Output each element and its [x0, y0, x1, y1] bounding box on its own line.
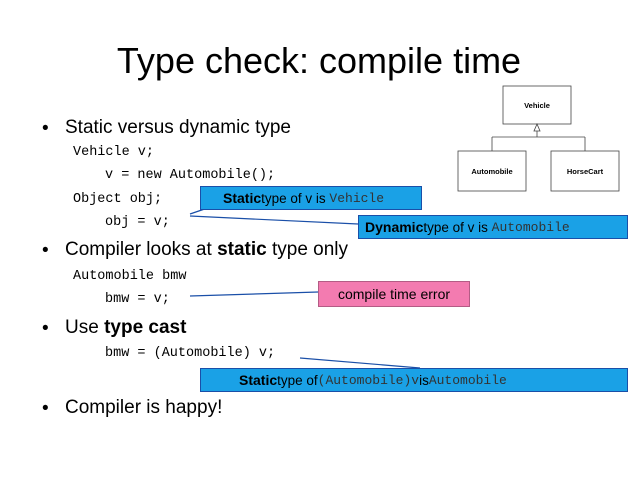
callout-2-bold: Dynamic — [365, 219, 424, 235]
callout-4-bold: Static — [239, 372, 278, 388]
code-line-1: Vehicle v; — [73, 145, 155, 160]
callout-2-text: type of v is — [423, 219, 488, 235]
bullet-3-bold: type cast — [104, 317, 187, 338]
callout-4-text: type of — [277, 372, 318, 388]
callout-1-text: type of v is — [261, 190, 326, 206]
callout-dynamic-type-automobile: Dynamic type of v is Automobile — [358, 215, 628, 239]
bullet-dot: • — [42, 318, 49, 339]
bullet-dot: • — [42, 118, 49, 139]
code-line-3: Object obj; — [73, 192, 163, 207]
uml-horsecart: HorseCart — [566, 167, 604, 176]
code-line-2: v = new Automobile(); — [105, 168, 276, 183]
bullet-static-vs-dynamic: Static versus dynamic type — [65, 117, 291, 138]
code-line-6: bmw = v; — [105, 292, 170, 307]
uml-automobile: Automobile — [471, 167, 513, 176]
bullet-use-type-cast: Use type cast — [65, 317, 186, 339]
code-line-7: bmw = (Automobile) v; — [105, 346, 276, 361]
bullet-2-text: Compiler looks at — [65, 239, 218, 260]
bullet-compiler-happy: Compiler is happy! — [65, 397, 223, 418]
bullet-dot: • — [42, 240, 49, 261]
bullet-dot: • — [42, 398, 49, 419]
callout-4-mono2: Automobile — [428, 372, 507, 388]
callout-4-mono: (Automobile)v — [317, 372, 420, 388]
slide-title: Type check: compile time — [116, 40, 522, 81]
bullet-2-bold: static — [217, 239, 267, 260]
uml-vehicle: Vehicle — [524, 101, 550, 110]
code-line-5: Automobile bmw — [73, 269, 187, 284]
callout-1-mono: Vehicle — [329, 190, 385, 206]
callout-static-type-cast: Static type of (Automobile)v is Automobi… — [200, 368, 628, 392]
callout-2-mono: Automobile — [491, 219, 570, 235]
callout-4-text2: is — [419, 372, 429, 388]
bullet-compiler-looks: Compiler looks at static type only — [65, 239, 348, 261]
bullet-3-text: Use — [65, 317, 105, 338]
callout-static-type-vehicle: Static type of v is Vehicle — [200, 186, 422, 210]
compile-time-error-label: compile time error — [318, 281, 470, 307]
code-line-4: obj = v; — [105, 215, 170, 230]
bullet-2-tail: type only — [266, 239, 349, 260]
callout-1-bold: Static — [223, 190, 262, 206]
